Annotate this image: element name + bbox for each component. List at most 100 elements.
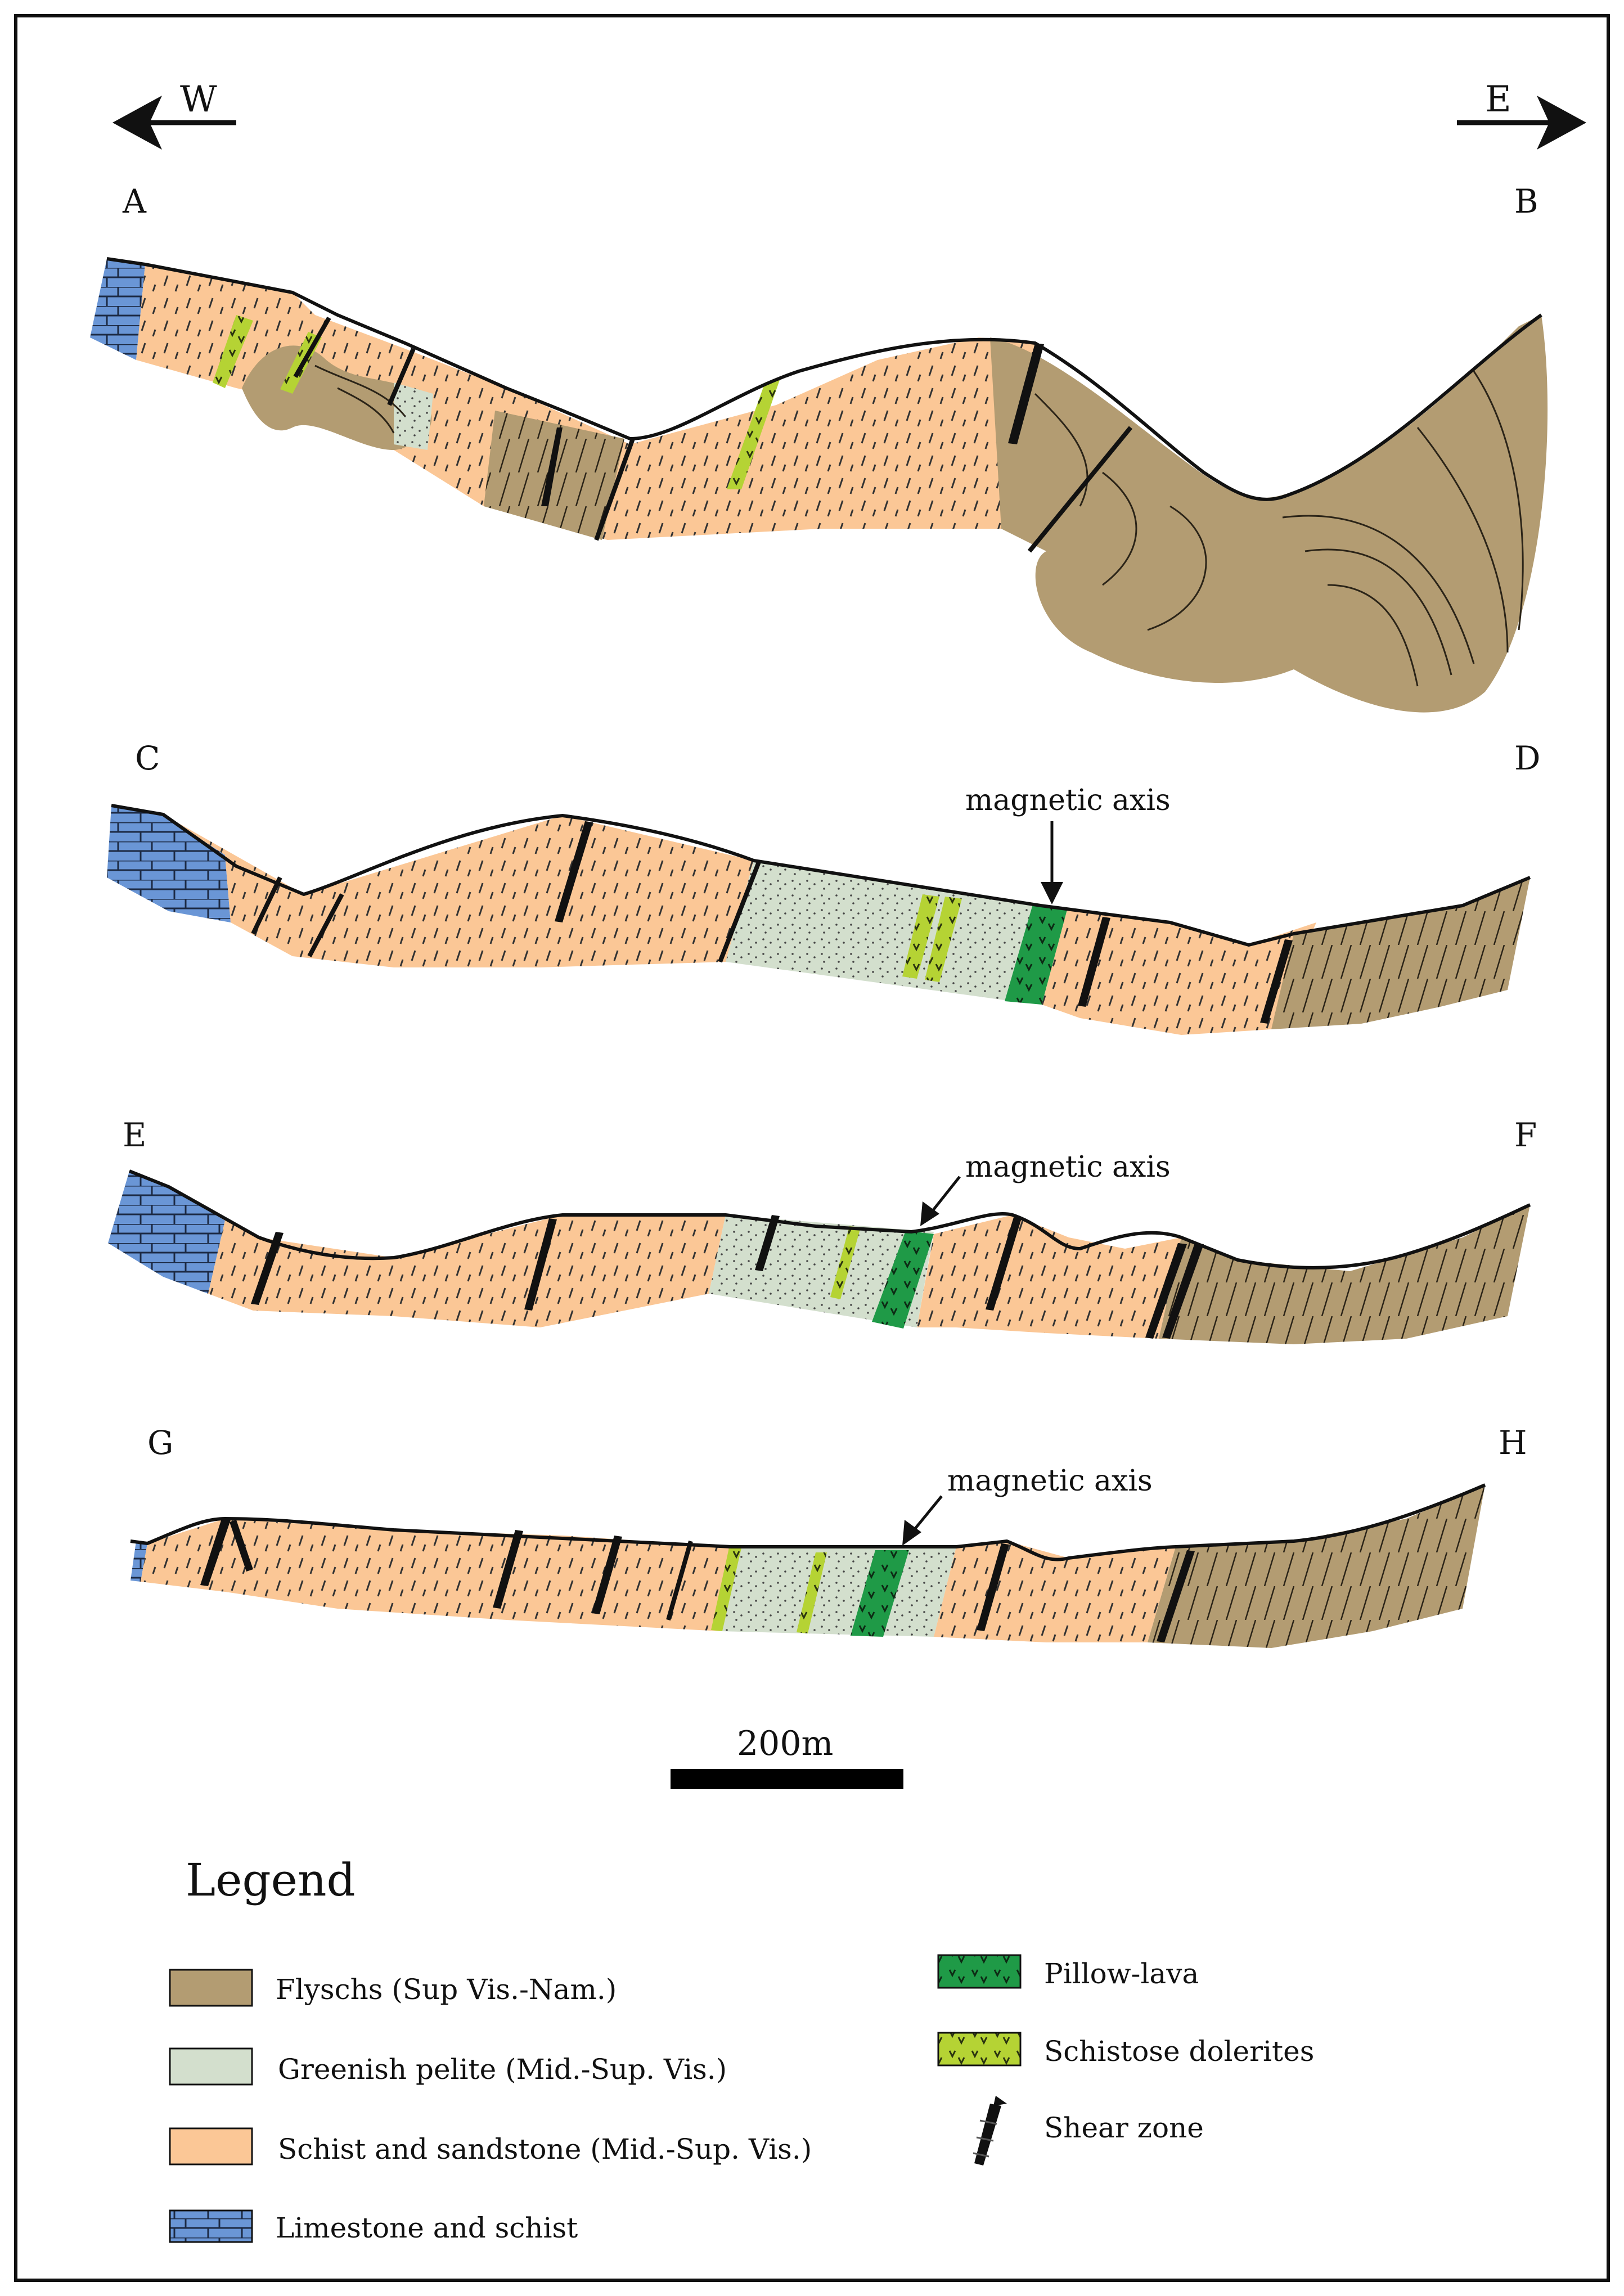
shear-zone-icon <box>973 2096 1007 2166</box>
schist-swatch <box>169 2127 253 2166</box>
scale-bar-rule <box>671 1769 903 1789</box>
flysch-unit <box>1148 1485 1485 1648</box>
magnetic-axis-label: magnetic axis <box>947 1464 1153 1498</box>
schist-unit <box>1042 908 1316 1035</box>
magnetic-axis-label: magnetic axis <box>965 1150 1171 1184</box>
limestone-unit <box>131 1541 147 1582</box>
magnetic-axis-label: magnetic axis <box>965 784 1171 817</box>
shear-zone-icon <box>524 1218 557 1311</box>
schist-unit <box>141 1519 731 1631</box>
schist-unit <box>163 814 754 967</box>
section-a-b: A B <box>90 182 1548 713</box>
pelite-unit <box>720 1547 956 1637</box>
shear-zone-icon <box>977 1543 1009 1631</box>
dolerite-band <box>830 1226 861 1299</box>
pillow-lava-unit <box>851 1550 909 1637</box>
shear-zone-icon <box>1260 939 1293 1024</box>
fold-lines <box>314 364 1524 687</box>
pillow-lava-swatch <box>937 1954 1022 1989</box>
section-start-label: C <box>135 739 160 777</box>
legend-item-label: Schistose dolerites <box>1044 2035 1314 2068</box>
dolerite-band <box>213 315 253 388</box>
shear-zone-icon <box>986 1217 1022 1311</box>
section-g-h: G H magnetic axis <box>130 1424 1527 1648</box>
section-end-label: H <box>1499 1424 1527 1462</box>
section-end-label: F <box>1514 1116 1537 1154</box>
schist-unit <box>917 1215 1181 1339</box>
section-start-label: A <box>122 182 147 220</box>
legend-item-pillow-lava: Pillow-lava <box>937 1954 1199 1990</box>
limestone-unit <box>90 259 145 360</box>
shear-zone-icon <box>755 1215 780 1271</box>
shear-zone-icon <box>541 427 563 506</box>
shear-zone-icon <box>1008 343 1044 444</box>
legend-item-schist: Schist and sandstone (Mid.-Sup. Vis.) <box>169 2127 812 2166</box>
dolerite-band <box>902 894 939 979</box>
dolerite-band <box>727 377 781 489</box>
west-arrow: W <box>113 79 236 150</box>
scale-bar-label: 200m <box>737 1724 833 1763</box>
east-arrow: E <box>1457 79 1586 150</box>
fault-lines <box>293 317 1133 553</box>
legend-item-dolerite: Schistose dolerites <box>937 2032 1314 2068</box>
legend-item-label: Limestone and schist <box>276 2212 578 2244</box>
pelite-unit <box>726 861 1041 1001</box>
pelite-swatch <box>169 2047 253 2086</box>
schist-unit <box>169 1187 726 1327</box>
shear-zone-icon <box>1157 1550 1195 1642</box>
shear-zone-icon <box>1162 1243 1204 1339</box>
shear-zone-icon <box>555 821 593 922</box>
shear-zone-icon <box>200 1519 231 1586</box>
legend-item-shear-zone: Shear zone <box>973 2096 1204 2166</box>
flysch-unit <box>1159 1205 1530 1344</box>
topographic-profile <box>130 1483 1486 1561</box>
figure-border <box>14 14 1610 2282</box>
shear-zone-icon <box>251 1232 284 1305</box>
flysch-block-unit <box>484 411 624 540</box>
section-e-f: E F magnetic axis <box>108 1116 1537 1344</box>
shear-zone-icon <box>1078 917 1110 1007</box>
pelite-unit <box>394 382 433 450</box>
shear-zone-icon <box>1145 1243 1187 1339</box>
schist-unit <box>934 1541 1176 1642</box>
flysch-swatch <box>169 1969 253 2007</box>
pillow-lava-unit <box>872 1231 934 1329</box>
dolerite-band <box>711 1548 741 1631</box>
section-start-label: G <box>147 1424 173 1462</box>
fault-lines <box>251 859 762 963</box>
topographic-profile <box>111 804 1531 947</box>
topographic-profile <box>128 1169 1531 1269</box>
limestone-unit <box>107 805 231 922</box>
legend-item-label: Pillow-lava <box>1044 1957 1199 1990</box>
dolerite-swatch <box>937 2032 1022 2067</box>
legend-item-limestone: Limestone and schist <box>169 2209 578 2244</box>
dolerite-band <box>925 897 962 982</box>
legend-item-label: Flyschs (Sup Vis.-Nam.) <box>276 1973 617 2006</box>
schist-unit <box>136 264 1035 540</box>
legend-title: Legend <box>186 1854 356 1906</box>
shear-zone-icon <box>230 1520 253 1572</box>
magnetic-axis-arrow <box>920 1176 961 1226</box>
section-end-label: B <box>1514 182 1538 220</box>
magnetic-axis-arrow <box>902 1495 943 1546</box>
legend-item-pelite: Greenish pelite (Mid.-Sup. Vis.) <box>169 2047 727 2086</box>
legend-item-label: Schist and sandstone (Mid.-Sup. Vis.) <box>278 2133 812 2166</box>
legend-item-label: Shear zone <box>1044 2112 1204 2144</box>
east-label: E <box>1485 79 1511 120</box>
section-end-label: D <box>1514 739 1541 777</box>
shear-zone-icon <box>592 1536 622 1614</box>
scale-bar: 200m <box>671 1724 903 1789</box>
flysch-big-unit <box>990 315 1548 713</box>
section-c-d: C D magnetic axis <box>107 739 1541 1035</box>
fault-lines <box>666 1540 693 1621</box>
flysch-unit <box>1271 877 1530 1029</box>
topographic-profile <box>106 257 1542 501</box>
limestone-unit <box>108 1171 225 1294</box>
limestone-swatch <box>169 2209 253 2243</box>
magnetic-axis-arrow <box>1041 821 1063 904</box>
pillow-lava-unit <box>1005 904 1068 1005</box>
shear-zone-icon <box>493 1530 523 1609</box>
west-label: W <box>180 79 217 120</box>
dolerite-band <box>797 1552 827 1633</box>
